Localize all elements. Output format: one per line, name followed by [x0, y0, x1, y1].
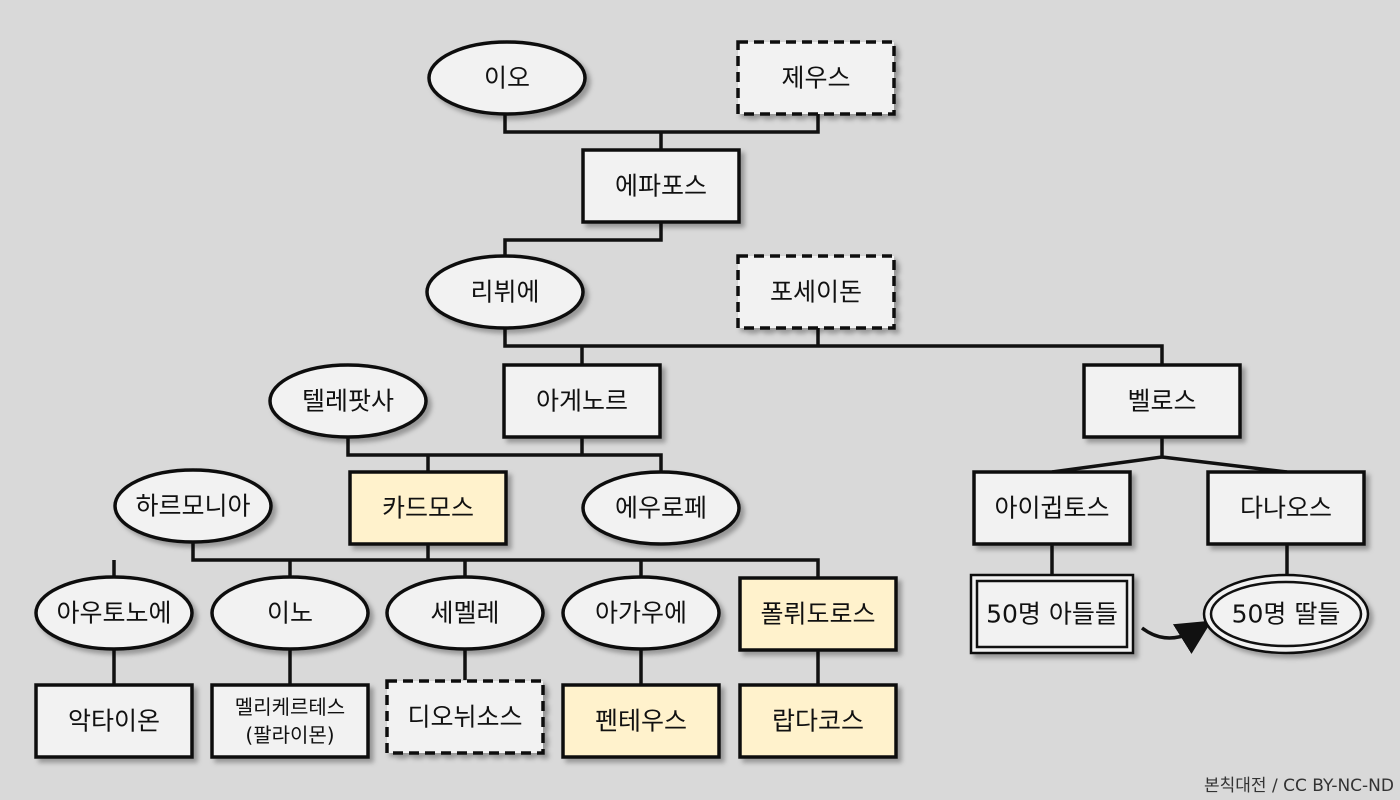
node-daughters50: 50명 딸들 — [1202, 573, 1370, 655]
connector-io-zeus-epaphos — [503, 110, 820, 150]
node-zeus-label: 제우스 — [781, 64, 850, 93]
node-aigyptos-label: 아이귑토스 — [994, 494, 1109, 523]
node-poseidon: 포세이돈 — [736, 254, 896, 330]
node-polydoros: 폴뤼도로스 — [738, 576, 898, 652]
node-kadmos-label: 카드모스 — [382, 494, 474, 523]
node-europe: 에우로페 — [581, 470, 741, 546]
node-dionysos: 디오뉘소스 — [385, 679, 545, 755]
connector-lines — [112, 110, 1289, 685]
node-aktaion-label: 악타이온 — [68, 707, 160, 736]
node-melikertes: 멜리케르테스 (팔라이몬) — [210, 683, 370, 759]
node-epaphos-label: 에파포스 — [615, 172, 707, 201]
connector-agenor-kadmos-europe — [346, 437, 663, 472]
node-danaos-label: 다나오스 — [1240, 494, 1332, 523]
credit-text: 본칙대전 / CC BY-NC-ND — [1203, 776, 1394, 796]
node-dionysos-label: 디오뉘소스 — [407, 703, 522, 732]
node-harmonia-label: 하르모니아 — [135, 492, 250, 521]
node-labdakos: 랍다코스 — [738, 683, 898, 759]
node-poseidon-label: 포세이돈 — [770, 278, 862, 307]
node-semele-label: 세멜레 — [430, 599, 499, 628]
node-aigyptos: 아이귑토스 — [972, 470, 1132, 546]
node-io-label: 이오 — [484, 64, 530, 93]
node-europe-label: 에우로페 — [615, 494, 707, 523]
node-daughters50-label: 50명 딸들 — [1232, 600, 1341, 629]
node-autonoe-label: 아우토노에 — [56, 599, 171, 628]
node-telephassa-label: 텔레팟사 — [302, 387, 394, 416]
node-ino-label: 이노 — [267, 599, 313, 628]
connector-epaphos-libya — [503, 222, 663, 258]
node-telephassa: 텔레팟사 — [268, 363, 428, 439]
node-kadmos: 카드모스 — [348, 470, 508, 546]
node-belos-label: 벨로스 — [1127, 387, 1196, 416]
node-ino: 이노 — [210, 575, 370, 651]
node-sons50: 50명 아들들 — [969, 573, 1135, 655]
connector-kadmos-children — [112, 542, 820, 580]
arrow-sons-to-daughters — [1140, 620, 1212, 654]
node-agenor: 아게노르 — [502, 363, 662, 439]
node-agenor-label: 아게노르 — [536, 387, 628, 416]
node-harmonia: 하르모니아 — [113, 468, 273, 544]
node-zeus: 제우스 — [736, 40, 896, 116]
node-aktaion: 악타이온 — [34, 683, 194, 759]
node-pentheus-label: 펜테우스 — [595, 707, 687, 736]
node-io: 이오 — [427, 40, 587, 116]
node-libya-label: 리뷔에 — [470, 278, 539, 307]
node-polydoros-label: 폴뤼도로스 — [760, 600, 875, 629]
connector-grandchildren — [112, 648, 820, 685]
connector-danaids — [1050, 545, 1289, 575]
node-semele: 세멜레 — [385, 575, 545, 651]
node-melikertes-label-line1: 멜리케르테스 — [235, 695, 345, 719]
node-belos: 벨로스 — [1082, 363, 1242, 439]
connector-libya-poseidon-children — [503, 322, 1164, 365]
node-pentheus: 펜테우스 — [561, 683, 721, 759]
node-sons50-label: 50명 아들들 — [986, 600, 1118, 629]
node-agaue-label: 아가우에 — [595, 599, 687, 628]
node-autonoe: 아우토노에 — [34, 575, 194, 651]
node-libya: 리뷔에 — [425, 254, 585, 330]
connector-belos-sons — [1051, 437, 1288, 474]
node-epaphos: 에파포스 — [581, 148, 741, 224]
node-labdakos-label: 랍다코스 — [772, 707, 864, 736]
node-agaue: 아가우에 — [561, 575, 721, 651]
node-melikertes-label-line2: (팔라이몬) — [245, 723, 334, 747]
node-danaos: 다나오스 — [1206, 470, 1366, 546]
